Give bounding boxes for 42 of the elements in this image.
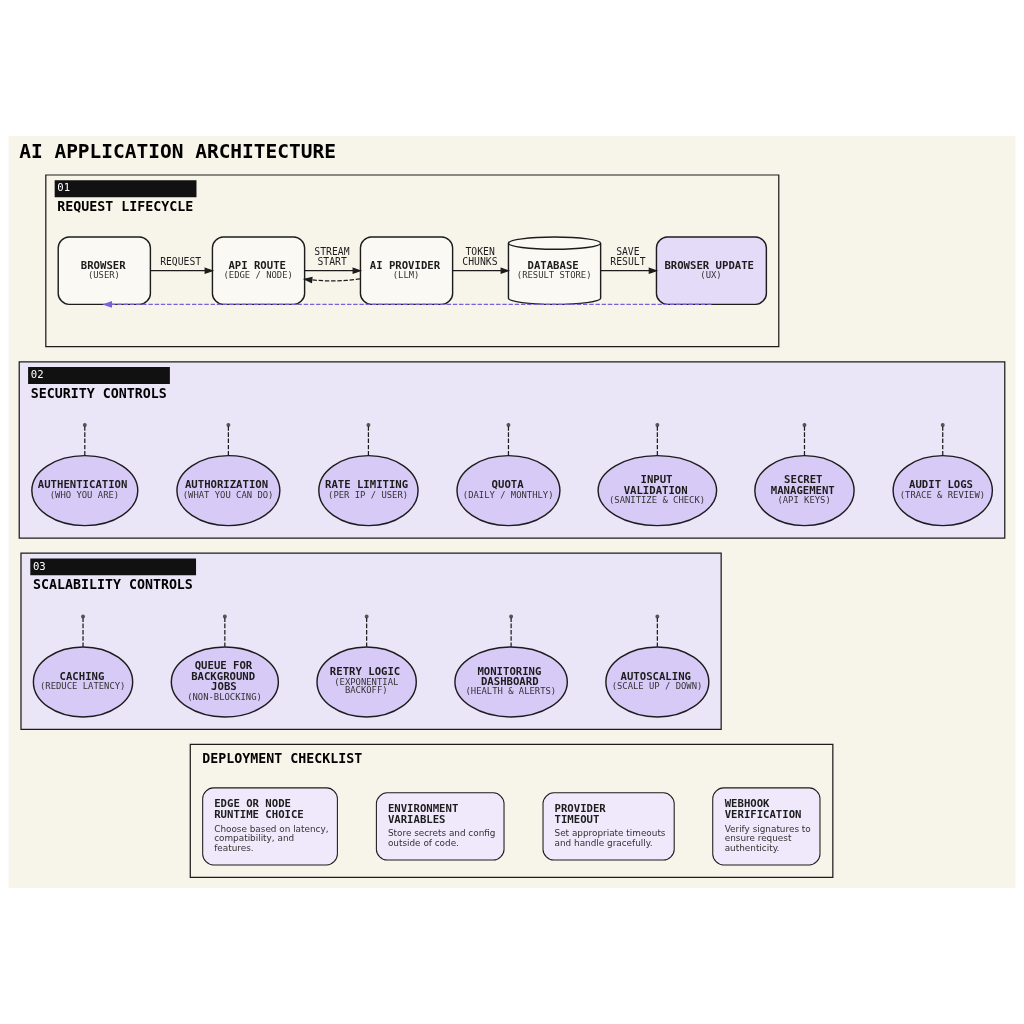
connector bbox=[656, 617, 658, 648]
node-box: WEBHOOK VERIFICATION Verify signatures to ensure request authenticity. bbox=[712, 787, 821, 866]
edge-label: STREAM START bbox=[314, 245, 350, 268]
arrow bbox=[102, 301, 713, 308]
node-box: BROWSER UPDATE (UX) bbox=[655, 236, 768, 306]
connector bbox=[507, 425, 510, 457]
arrow bbox=[304, 267, 363, 275]
node-ellipse: SECRET MANAGEMENT (API KEYS) bbox=[754, 454, 855, 527]
arrow bbox=[600, 267, 659, 275]
connector bbox=[656, 425, 658, 457]
arrow bbox=[149, 267, 215, 275]
connector bbox=[366, 617, 368, 648]
connector bbox=[82, 617, 84, 648]
node-ellipse: AUTHORIZATION (WHAT YOU CAN DO) bbox=[176, 454, 281, 527]
connector bbox=[84, 425, 86, 457]
node-box: PROVIDER TIMEOUT Set appropriate timeouts and handle gracefully. bbox=[542, 792, 675, 861]
node-box: AI PROVIDER (LLM) bbox=[359, 236, 454, 306]
connector bbox=[942, 425, 944, 457]
connector bbox=[224, 617, 226, 648]
connector bbox=[227, 425, 229, 457]
node-ellipse: RETRY LOGIC (EXPONENTIAL BACKOFF) bbox=[316, 646, 417, 718]
node-ellipse: AUDIT LOGS (TRACE & REVIEW) bbox=[892, 454, 994, 527]
connector bbox=[803, 425, 806, 457]
edge-label: REQUEST bbox=[160, 256, 202, 268]
node-ellipse: AUTOSCALING (SCALE UP / DOWN) bbox=[605, 646, 710, 718]
node-ellipse: AUTHENTICATION (WHO YOU ARE) bbox=[31, 454, 139, 527]
node-ellipse: CACHING (REDUCE LATENCY) bbox=[32, 646, 134, 718]
node-ellipse: QUOTA (DAILY / MONTHLY) bbox=[456, 454, 561, 527]
node-box: ENVIRONMENT VARIABLES Store secrets and config outside of code. bbox=[375, 792, 505, 861]
node-box: EDGE OR NODE RUNTIME CHOICE Choose based on latency, compatibility, and features. bbox=[202, 787, 338, 866]
connector bbox=[367, 425, 370, 457]
node-ellipse: MONITORING DASHBOARD (HEALTH & ALERTS) bbox=[454, 646, 568, 718]
arrow bbox=[302, 276, 361, 284]
node-box: API ROUTE (EDGE / NODE) bbox=[211, 236, 306, 306]
edge-label: TOKEN CHUNKS bbox=[462, 245, 498, 268]
connector bbox=[510, 617, 512, 648]
node-ellipse: RATE LIMITING (PER IP / USER) bbox=[318, 454, 419, 527]
edge-label: SAVE RESULT bbox=[610, 245, 646, 268]
arrow bbox=[452, 267, 511, 275]
node-ellipse: INPUT VALIDATION (SANITIZE & CHECK) bbox=[597, 454, 718, 527]
node-ellipse: QUEUE FOR BACKGROUND JOBS (NON-BLOCKING) bbox=[170, 646, 280, 718]
diagram-title: AI APPLICATION ARCHITECTURE bbox=[19, 139, 336, 163]
